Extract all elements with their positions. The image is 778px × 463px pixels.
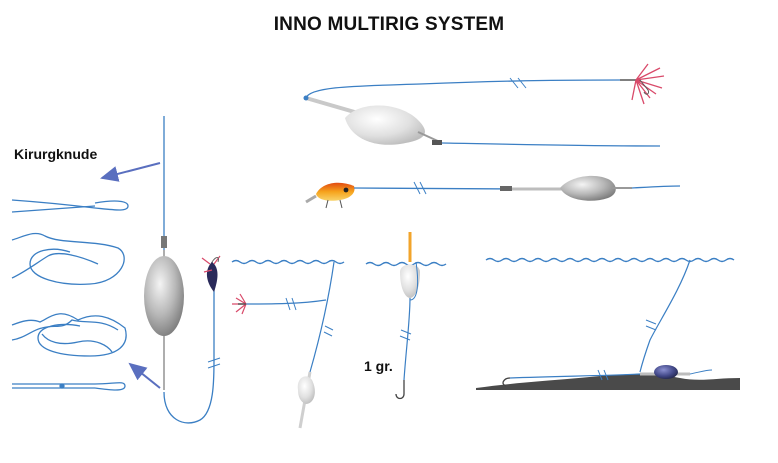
float bbox=[400, 264, 420, 298]
fly-lure bbox=[201, 255, 221, 292]
knot-label: Kirurgknude bbox=[14, 146, 98, 162]
scene-sinking-rig bbox=[232, 261, 335, 429]
knot-step-1 bbox=[11, 199, 129, 213]
water-lines bbox=[231, 257, 735, 267]
sinker bbox=[297, 376, 315, 404]
hook-icon bbox=[395, 380, 405, 400]
fly-lure bbox=[232, 293, 247, 315]
knot-step-2 bbox=[11, 232, 125, 285]
plug-lure bbox=[305, 182, 355, 209]
diagram-title: INNO MULTIRIG SYSTEM bbox=[273, 14, 505, 35]
hook-icon bbox=[325, 199, 343, 209]
vertical-rig bbox=[144, 116, 221, 424]
knot-step-3 bbox=[11, 313, 127, 357]
hook-icon bbox=[211, 257, 219, 263]
swivel bbox=[500, 186, 512, 191]
sinker bbox=[560, 175, 616, 201]
arrow-to-knot bbox=[100, 162, 161, 182]
sinker bbox=[144, 256, 184, 336]
top-rig bbox=[303, 63, 665, 147]
knot-illustrations bbox=[11, 199, 129, 391]
seabed bbox=[476, 374, 740, 390]
weight-label: 1 gr. bbox=[364, 358, 393, 374]
fly-lure bbox=[620, 63, 665, 105]
knot-arrows bbox=[100, 162, 161, 389]
scene-float-rig bbox=[395, 232, 420, 400]
scene-bottom-rig bbox=[476, 259, 740, 390]
knot-step-4 bbox=[11, 382, 126, 391]
hook-icon bbox=[639, 79, 649, 95]
arrow-to-rig-knot bbox=[128, 362, 161, 389]
hook-icon bbox=[502, 377, 511, 387]
sinker bbox=[654, 365, 678, 379]
sinker bbox=[345, 105, 425, 145]
swivel bbox=[161, 236, 167, 248]
plug-rig bbox=[305, 175, 681, 209]
swivel bbox=[432, 140, 442, 145]
